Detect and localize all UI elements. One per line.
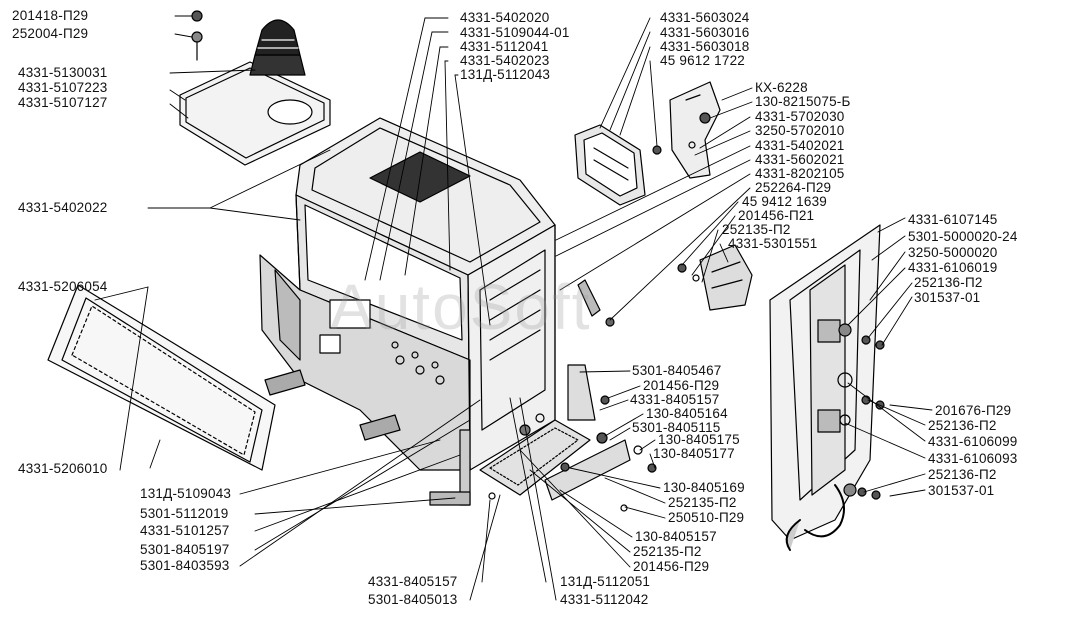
label-4331-5301551: 4331-5301551	[728, 236, 818, 251]
label-4331-5602021: 4331-5602021	[755, 152, 845, 167]
windshield-glass	[47, 284, 276, 471]
label-301537-01-b: 301537-01	[928, 483, 995, 498]
label-4331-5206010: 4331-5206010	[18, 461, 108, 476]
label-252264-p29: 252264-П29	[755, 180, 832, 195]
label-4331-5112042: 4331-5112042	[560, 592, 649, 607]
hinge-bracket	[669, 81, 721, 179]
leader-lines	[94, 15, 933, 601]
label-252136-p2-a: 252136-П2	[914, 275, 983, 290]
label-5301-8403593: 5301-8403593	[140, 558, 230, 573]
label-131d-5112051: 131Д-5112051	[560, 574, 651, 589]
label-45-9612-1722: 45 9612 1722	[660, 53, 745, 68]
label-5301-5000020-24: 5301-5000020-24	[908, 229, 1018, 244]
label-4331-5402022: 4331-5402022	[18, 200, 108, 215]
label-4331-8405157-b: 4331-8405157	[368, 574, 458, 589]
label-4331-5402021: 4331-5402021	[755, 138, 845, 153]
label-3250-5702010: 3250-5702010	[755, 123, 845, 138]
label-kh-6228: КХ-6228	[755, 80, 808, 95]
label-4331-8202105: 4331-8202105	[755, 166, 845, 181]
label-4331-5107127: 4331-5107127	[18, 95, 108, 110]
label-131d-5112043: 131Д-5112043	[460, 67, 551, 82]
watermark: AutoSoft	[330, 271, 592, 343]
label-5301-5112019: 5301-5112019	[140, 506, 229, 521]
label-301537-01-a: 301537-01	[914, 290, 981, 305]
label-4331-6106019: 4331-6106019	[908, 260, 998, 275]
step-assembly	[429, 364, 657, 512]
label-4331-5603016: 4331-5603016	[660, 25, 750, 40]
label-4331-5603018: 4331-5603018	[660, 39, 750, 54]
label-252136-p2-c: 252136-П2	[928, 467, 997, 482]
label-201456-p29-a: 201456-П29	[643, 378, 720, 393]
label-130-8405169: 130-8405169	[663, 480, 745, 495]
rear-window	[574, 124, 662, 206]
label-5301-8405013: 5301-8405013	[368, 592, 458, 607]
label-4331-5206054: 4331-5206054	[18, 279, 108, 294]
label-5301-8405115: 5301-8405115	[632, 420, 721, 435]
label-201418-p29: 201418-П29	[12, 8, 89, 23]
label-4331-6106099: 4331-6106099	[928, 434, 1018, 449]
label-4331-6107145: 4331-6107145	[908, 212, 998, 227]
label-252135-p2-b: 252135-П2	[668, 495, 737, 510]
label-4331-5101257: 4331-5101257	[140, 523, 230, 538]
label-4331-8405157-a: 4331-8405157	[630, 392, 720, 407]
label-250510-p29: 250510-П29	[668, 510, 745, 525]
label-5301-8405197: 5301-8405197	[140, 542, 230, 557]
hatch-cover-assembly	[179, 10, 331, 166]
label-45-9412-1639: 45 9412 1639	[742, 194, 827, 209]
label-201676-p29: 201676-П29	[935, 403, 1012, 418]
label-201456-p21: 201456-П21	[738, 208, 815, 223]
label-4331-6106093: 4331-6106093	[928, 451, 1018, 466]
latch-bracket	[577, 244, 753, 327]
label-4331-5702030: 4331-5702030	[755, 109, 845, 124]
label-252135-p2-c: 252135-П2	[633, 544, 702, 559]
label-252135-p2-top: 252135-П2	[722, 222, 791, 237]
label-4331-5109044-01: 4331-5109044-01	[460, 25, 570, 40]
label-252136-p2-b: 252136-П2	[928, 418, 997, 433]
frame-side-member	[769, 224, 885, 551]
label-5301-8405467: 5301-8405467	[632, 363, 722, 378]
label-201456-p29-b: 201456-П29	[633, 559, 710, 574]
label-3250-5000020: 3250-5000020	[908, 245, 998, 260]
label-4331-5107223: 4331-5107223	[18, 80, 108, 95]
label-252004-p29: 252004-П29	[12, 26, 89, 41]
label-130-8215075-b: 130-8215075-Б	[755, 94, 851, 109]
label-130-8405164: 130-8405164	[646, 406, 728, 421]
label-131d-5109043: 131Д-5109043	[140, 486, 232, 501]
label-4331-5130031: 4331-5130031	[18, 65, 108, 80]
label-4331-5112041: 4331-5112041	[460, 39, 549, 54]
label-130-8405157: 130-8405157	[635, 529, 717, 544]
label-4331-5402023: 4331-5402023	[460, 53, 550, 68]
label-130-8405177: 130-8405177	[653, 446, 735, 461]
floor-rails	[264, 369, 401, 441]
cab-body	[259, 117, 556, 471]
label-4331-5402020: 4331-5402020	[460, 10, 550, 25]
label-130-8405175: 130-8405175	[658, 432, 740, 447]
label-4331-5603024: 4331-5603024	[660, 10, 750, 25]
